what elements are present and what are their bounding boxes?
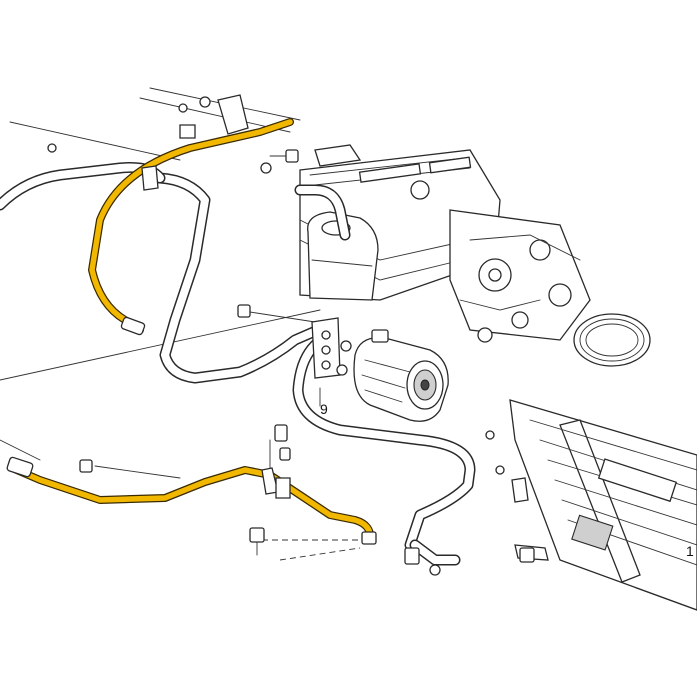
upper-bracket xyxy=(178,94,249,139)
bolt-icon xyxy=(79,459,93,473)
suction-hose-upper xyxy=(0,162,324,384)
upper-refrigerant-line xyxy=(88,118,294,336)
washer-icon xyxy=(47,143,57,153)
fasteners xyxy=(47,143,535,576)
fan-coil xyxy=(573,313,651,367)
bolt-icon xyxy=(237,304,251,318)
fitting-icon xyxy=(141,165,159,191)
fitting-icon xyxy=(279,447,291,461)
manifold-block xyxy=(311,317,352,379)
leader-lines xyxy=(0,87,689,561)
discharge-hose xyxy=(292,339,476,566)
ac-compressor xyxy=(353,329,449,422)
fitting-icon xyxy=(404,547,420,565)
upper-line-fill xyxy=(89,119,293,333)
lower-line-fill xyxy=(9,465,373,543)
fitting-icon xyxy=(519,547,535,563)
bolt-icon xyxy=(269,149,299,163)
lower-refrigerant-line xyxy=(6,456,377,545)
accessory-hose xyxy=(294,184,351,241)
washer-icon xyxy=(260,162,272,174)
fitting-icon xyxy=(274,424,288,442)
washer-icon xyxy=(429,564,441,576)
condenser xyxy=(485,399,697,611)
callout-compressor: 9 xyxy=(320,401,328,417)
bolt-icon xyxy=(249,527,265,556)
callout-condenser: 1 xyxy=(686,543,694,559)
